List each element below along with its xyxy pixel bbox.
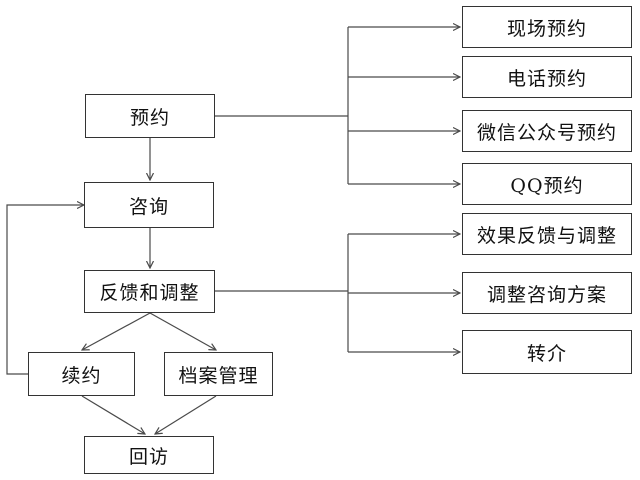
node-booking: 预约 <box>85 94 215 138</box>
node-revisit: 回访 <box>84 436 214 474</box>
node-phone: 电话预约 <box>462 56 632 98</box>
edge-feedback-to-renew <box>82 312 151 350</box>
edge-feedback-to-archive <box>149 312 216 350</box>
node-feedback: 反馈和调整 <box>84 270 215 313</box>
node-qq: QQ预约 <box>462 163 632 205</box>
node-wechat: 微信公众号预约 <box>462 110 632 152</box>
node-referral: 转介 <box>462 330 632 374</box>
node-renew: 续约 <box>28 352 135 396</box>
edge-archive-to-revisit <box>155 395 217 434</box>
edge-renew-to-revisit <box>81 395 145 434</box>
node-archive: 档案管理 <box>164 352 273 396</box>
node-adjust-plan: 调整咨询方案 <box>462 272 632 314</box>
node-consult: 咨询 <box>84 182 214 228</box>
node-onsite: 现场预约 <box>462 6 632 48</box>
node-effect: 效果反馈与调整 <box>462 213 632 255</box>
edge-renew-loop-to-consult <box>6 205 84 375</box>
